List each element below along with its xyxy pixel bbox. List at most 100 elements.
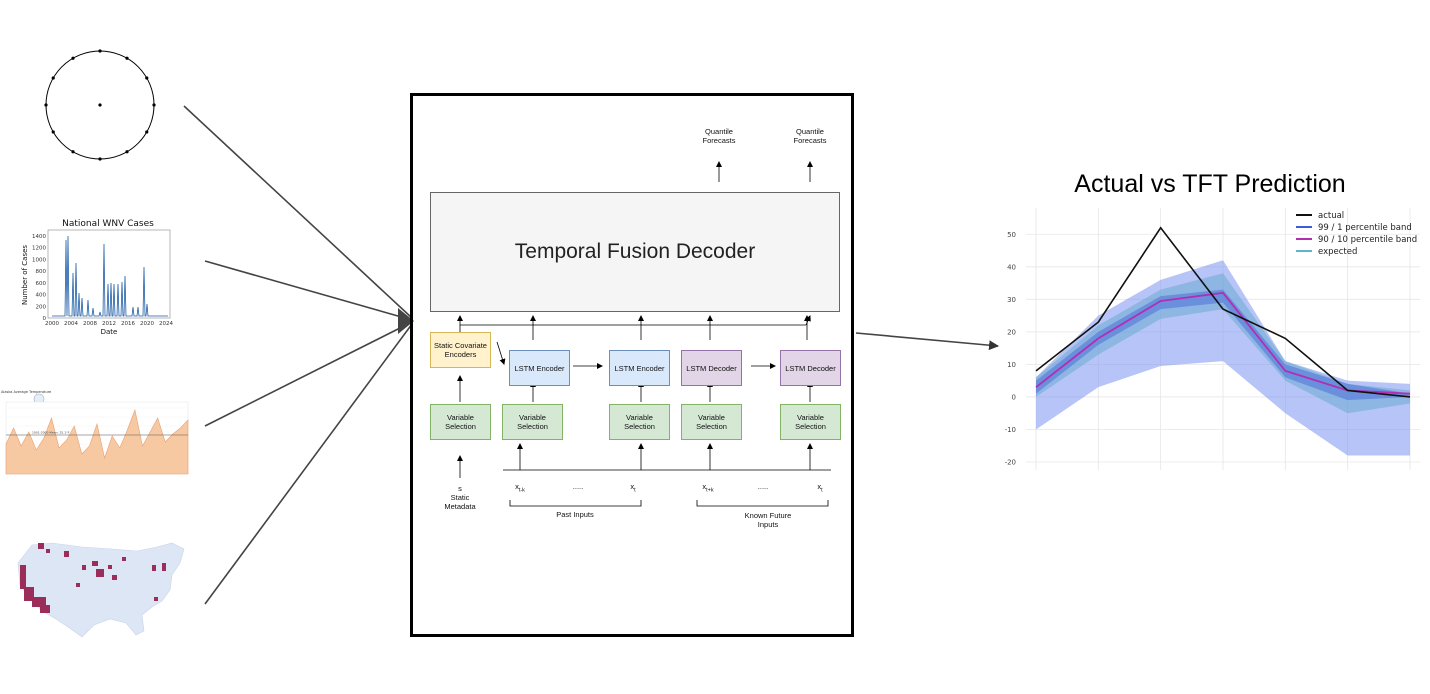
map-hotspot-15 (154, 597, 158, 601)
circle-center-point (98, 103, 102, 107)
map-hotspot-14 (162, 563, 166, 571)
known-future-inputs-label: Known Future Inputs (744, 511, 792, 529)
variable-selection-future-2: Variable Selection (780, 404, 841, 440)
lstm-decoder-2: LSTM Decoder (780, 350, 841, 386)
us-map-outline (17, 542, 185, 638)
circle-point-9 (44, 103, 48, 107)
input-x-t-minus-k: xt-k (515, 482, 525, 494)
map-hotspot-9 (96, 569, 104, 577)
chart-ytick-5: 30 (1007, 296, 1016, 304)
temperature-chart-thumbnail: Alaska Average Temperature 1901-2000 Mea… (1, 390, 189, 475)
wnv-chart-title: National WNV Cases (62, 219, 154, 229)
map-hotspot-13 (152, 565, 156, 571)
temperature-chart-title: Alaska Average Temperature (1, 390, 51, 394)
input-x-t: xt (630, 482, 636, 494)
map-hotspot-3 (40, 605, 50, 613)
variable-selection-past-1: Variable Selection (502, 404, 563, 440)
variable-selection-past-2: Variable Selection (609, 404, 670, 440)
circle-point-8 (51, 130, 55, 134)
static-metadata-label: Static Metadata (444, 493, 476, 511)
map-hotspot-4 (38, 543, 44, 549)
map-hotspot-8 (92, 561, 98, 566)
tft-architecture-arrows (457, 161, 831, 507)
legend-label-3: expected (1318, 247, 1357, 257)
band-99-1 (1036, 260, 1410, 456)
wnv-xtick-0: 2000 (45, 321, 59, 327)
output-arrow (855, 332, 999, 351)
legend-label-1: 99 / 1 percentile band (1318, 223, 1412, 233)
lstm-decoder-1: LSTM Decoder (681, 350, 742, 386)
legend-label-0: actual (1318, 211, 1344, 221)
quantile-forecasts-label-1: Quantile Forecasts (702, 127, 736, 145)
wnv-xtick-4: 2016 (121, 321, 135, 327)
circle-point-6 (98, 157, 102, 161)
past-inputs-label: Past Inputs (556, 510, 594, 519)
map-hotspot-7 (82, 565, 86, 570)
future-ellipsis: ..... (757, 482, 769, 491)
wnv-ytick-4: 800 (36, 269, 47, 275)
map-hotspot-11 (112, 575, 117, 580)
map-hotspot-1 (24, 587, 34, 601)
map-hotspot-10 (108, 565, 112, 569)
chart-ytick-0: -20 (1005, 459, 1016, 467)
past-ellipsis: ..... (572, 482, 584, 491)
wnv-ytick-1: 200 (36, 304, 47, 310)
wnv-xlabel: Date (101, 328, 118, 336)
wnv-ytick-6: 1200 (32, 246, 46, 252)
temperature-reference-label: 1901-2000 Mean: 25.1°F (32, 431, 70, 435)
static-symbol: s (458, 484, 462, 493)
circle-point-11 (71, 56, 75, 60)
chart-ytick-7: 50 (1007, 231, 1016, 239)
wnv-ytick-3: 600 (36, 281, 47, 287)
actual-line (1035, 226, 1411, 398)
wnv-series-line (52, 235, 168, 317)
variable-selection-static: Variable Selection (430, 404, 491, 440)
us-county-map-icon (17, 542, 185, 638)
wnv-ylabel: Number of Cases (21, 245, 29, 305)
variable-selection-future-1: Variable Selection (681, 404, 742, 440)
input-arrow-temperature (204, 321, 413, 427)
static-covariate-encoders: Static Covariate Encoders (430, 332, 491, 368)
map-hotspot-6 (64, 551, 69, 557)
map-hotspot-16 (76, 583, 80, 587)
circle-point-1 (125, 56, 129, 60)
legend-label-2: 90 / 10 percentile band (1318, 235, 1417, 245)
wnv-xtick-3: 2012 (102, 321, 116, 327)
circle-point-3 (152, 103, 156, 107)
map-hotspot-5 (46, 549, 50, 553)
chart-ytick-1: -10 (1005, 426, 1016, 434)
input-arrow-wnv (204, 260, 413, 321)
cyclical-encoding-circle-icon (44, 49, 156, 161)
wnv-xtick-1: 2004 (64, 321, 78, 327)
band-90-10 (1036, 289, 1410, 401)
circle-point-4 (145, 130, 149, 134)
input-x-t-plus-k: xt+k (702, 482, 714, 494)
wnv-ytick-7: 1400 (32, 234, 46, 240)
tft-architecture-frame: Quantile Forecasts Quantile Forecasts Te… (410, 93, 854, 637)
map-hotspot-0 (20, 565, 26, 589)
circle-point-5 (125, 150, 129, 154)
wnv-ytick-2: 400 (36, 293, 47, 299)
circle-point-0 (98, 49, 102, 53)
chart-ytick-4: 20 (1007, 328, 1016, 336)
chart-ytick-6: 40 (1007, 263, 1016, 271)
input-arrow-circle (183, 105, 413, 319)
map-hotspot-2 (32, 597, 46, 607)
wnv-xtick-6: 2024 (159, 321, 173, 327)
map-hotspot-12 (122, 557, 126, 561)
input-x-t-future: xt (817, 482, 823, 494)
quantile-forecasts-label-2: Quantile Forecasts (793, 127, 827, 145)
wnv-xtick-2: 2008 (83, 321, 97, 327)
wnv-ytick-0: 0 (43, 316, 47, 322)
circle-point-10 (51, 76, 55, 80)
lstm-encoder-2: LSTM Encoder (609, 350, 670, 386)
temporal-fusion-decoder: Temporal Fusion Decoder (430, 192, 840, 312)
input-arrow-map (204, 323, 413, 605)
chart-ytick-3: 10 (1007, 361, 1016, 369)
temperature-area-fill (5, 408, 189, 475)
wnv-xtick-5: 2020 (140, 321, 154, 327)
circle-point-2 (145, 76, 149, 80)
circle-point-7 (71, 150, 75, 154)
